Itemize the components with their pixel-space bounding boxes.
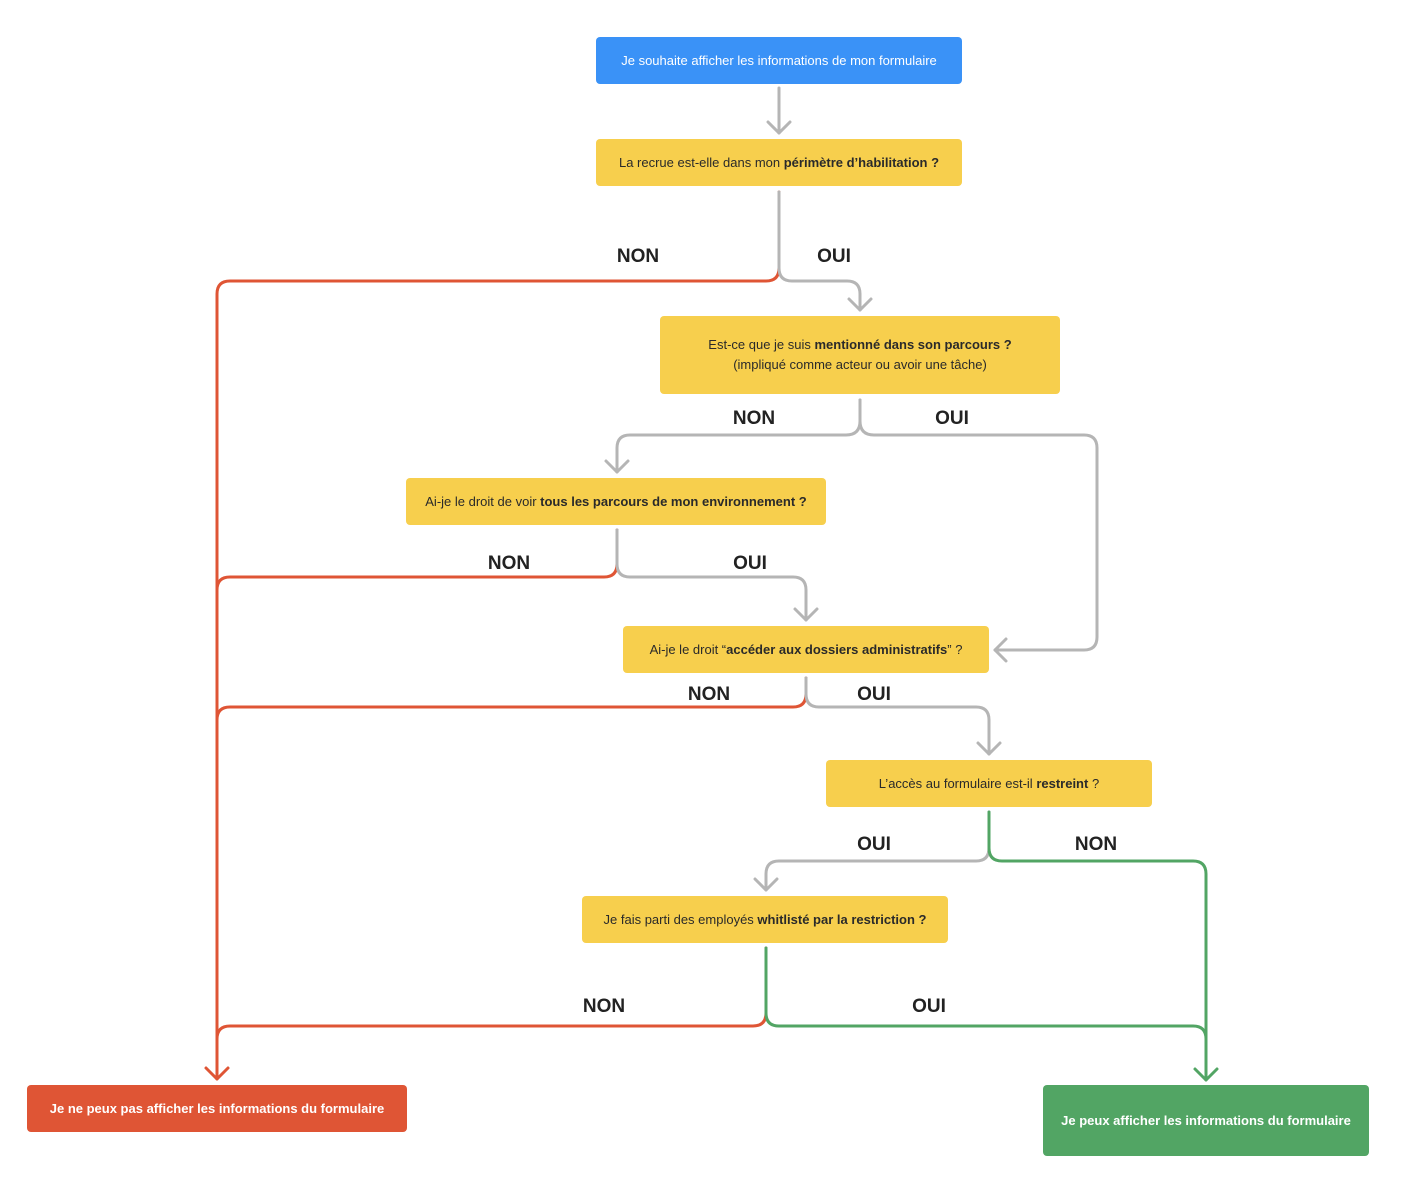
question-whitlist: Je fais parti des employés whitlisté par… xyxy=(582,896,948,943)
q2-bold: mentionné dans son parcours ? xyxy=(814,337,1012,352)
q1-bold: périmètre d’habilitation ? xyxy=(783,154,940,170)
question-dossiers-admin: Ai-je le droit “accéder aux dossiers adm… xyxy=(623,626,989,673)
q6-pre: Je fais parti des employés xyxy=(603,911,758,927)
label-q2-non: NON xyxy=(732,408,776,429)
question-whitlist-text: Je fais parti des employés whitlisté par… xyxy=(604,910,927,930)
label-q3-non: NON xyxy=(487,553,531,574)
question-parcours-text: Est-ce que je suis mentionné dans son pa… xyxy=(708,335,1011,355)
connector-q3-non xyxy=(215,528,619,592)
arrowhead-q4-right xyxy=(993,637,1008,663)
q2-pre: Est-ce que je suis xyxy=(708,337,815,352)
label-q1-oui: OUI xyxy=(817,246,851,267)
q2-sub: (impliqué comme acteur ou avoir une tâch… xyxy=(733,357,987,372)
result-allow: Je peux afficher les informations du for… xyxy=(1043,1085,1369,1156)
question-tous-parcours-text: Ai-je le droit de voir tous les parcours… xyxy=(425,492,806,512)
question-perimetre-text: La recrue est-elle dans mon périmètre d’… xyxy=(619,153,939,173)
label-q3-oui: OUI xyxy=(733,553,767,574)
result-allow-text: Je peux afficher les informations du for… xyxy=(1061,1112,1351,1128)
q4-pre: Ai-je le droit “ xyxy=(649,641,727,657)
connector-q5-non xyxy=(987,810,1208,1082)
question-dossiers-admin-text: Ai-je le droit “accéder aux dossiers adm… xyxy=(650,640,963,660)
question-parcours: Est-ce que je suis mentionné dans son pa… xyxy=(660,316,1060,394)
label-q2-oui: OUI xyxy=(935,408,969,429)
q5-pre: L’accès au formulaire est-il xyxy=(878,775,1037,791)
connector-q3-oui xyxy=(615,528,808,622)
q5-bold: restreint xyxy=(1036,775,1089,791)
result-deny: Je ne peux pas afficher les informations… xyxy=(27,1085,407,1132)
label-q4-non: NON xyxy=(687,684,731,705)
label-q6-non: NON xyxy=(582,996,626,1017)
arrowhead-q4-top xyxy=(793,607,819,622)
arrowhead-q2 xyxy=(847,297,873,312)
label-q5-non: NON xyxy=(1074,834,1118,855)
q3-pre: Ai-je le droit de voir xyxy=(425,493,541,509)
label-q4-oui: OUI xyxy=(857,684,891,705)
q1-pre: La recrue est-elle dans mon xyxy=(618,154,784,170)
q6-bold: whitlisté par la restriction ? xyxy=(757,911,927,927)
question-acces-restreint: L’accès au formulaire est-il restreint ? xyxy=(826,760,1152,807)
question-acces-restreint-text: L’accès au formulaire est-il restreint ? xyxy=(879,774,1099,794)
result-deny-text: Je ne peux pas afficher les informations… xyxy=(49,1100,385,1116)
arrowhead-q1 xyxy=(766,120,792,135)
connector-q1-oui xyxy=(777,190,862,312)
arrowhead-deny-result xyxy=(204,1066,230,1081)
arrowhead-q5 xyxy=(976,741,1002,756)
label-q6-oui: OUI xyxy=(912,996,946,1017)
connector-q4-oui xyxy=(804,676,991,756)
arrowhead-allow-result xyxy=(1193,1067,1219,1082)
q3-bold: tous les parcours de mon environnement ? xyxy=(540,493,807,509)
question-tous-parcours: Ai-je le droit de voir tous les parcours… xyxy=(406,478,826,525)
label-q5-oui: OUI xyxy=(857,834,891,855)
arrowhead-q3 xyxy=(604,459,630,474)
start-node: Je souhaite afficher les informations de… xyxy=(596,37,962,84)
question-perimetre: La recrue est-elle dans mon périmètre d’… xyxy=(596,139,962,186)
connector-q6-oui xyxy=(764,946,1208,1041)
start-text: Je souhaite afficher les informations de… xyxy=(621,52,937,68)
connector-q2-oui xyxy=(858,398,1099,652)
q4-post: ” ? xyxy=(947,641,963,657)
connector-q6-non xyxy=(215,946,768,1041)
q5-post: ? xyxy=(1088,775,1100,791)
arrowhead-q6 xyxy=(753,877,779,892)
q4-bold: accéder aux dossiers administratifs xyxy=(726,641,948,657)
label-q1-non: NON xyxy=(616,246,660,267)
